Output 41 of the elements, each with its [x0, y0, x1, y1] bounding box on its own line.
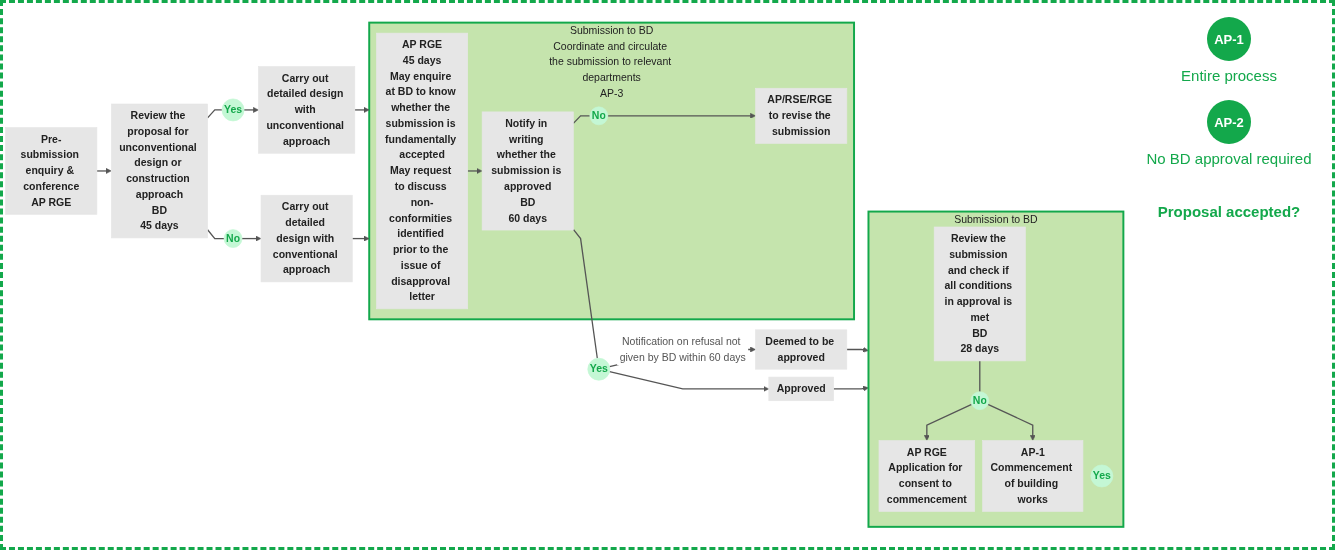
- node-circle: No: [589, 106, 609, 126]
- node-circle: Yes: [587, 358, 611, 381]
- arrow: [987, 404, 1036, 442]
- node-box: Review the proposal for unconventional design or construction approach BD 45 days: [111, 103, 208, 239]
- node-circle: Yes: [221, 98, 245, 122]
- node-box: Notify in writing whether the submission is approved BD 60 days: [481, 111, 574, 231]
- arrow: [923, 404, 973, 442]
- arrow: [467, 168, 483, 175]
- arrow: [846, 347, 869, 353]
- node-box: AP-1 Commencement of building works: [982, 440, 1084, 512]
- node-box: AP RGE Application for consent to commencement: [878, 440, 976, 512]
- arrow: [354, 107, 370, 114]
- legend-badge: AP-1: [1207, 17, 1251, 61]
- connector: [206, 109, 223, 119]
- connector: [206, 229, 225, 240]
- arrow: [241, 235, 262, 242]
- node-box: Review the submission and check if all conditions in approval is met BD 28 days: [933, 226, 1026, 362]
- edge-label: Notification on refusal not given by BD within 60 days: [619, 335, 746, 363]
- connector: [572, 228, 598, 360]
- node-circle: Yes: [1090, 464, 1114, 488]
- connector: [979, 360, 981, 393]
- node-box: Approved: [768, 377, 834, 402]
- arrow: [607, 113, 756, 119]
- node-box: Carry out detailed design with conventional approach: [260, 195, 353, 283]
- arrow: [351, 235, 370, 242]
- arrow: [243, 107, 259, 114]
- node-box: Pre-submission enquiry & conference AP RGE: [5, 127, 98, 215]
- node-box: Carry out detailed design with unconventional approach: [258, 66, 356, 154]
- legend-text: No BD approval required: [1146, 150, 1312, 167]
- node-box: AP RGE 45 days May enquire at BD to know whether the submission is fundamentally accepted May request to discuss non-conformities identified prior to the issue of disapproval letter: [376, 33, 468, 310]
- connector: [572, 115, 591, 125]
- legend-badge: AP-2: [1207, 100, 1251, 144]
- legend-text: Entire process: [1181, 67, 1277, 84]
- arrow: [96, 168, 112, 175]
- arrow: [832, 386, 869, 392]
- node-box: AP/RSE/RGE to revise the submission: [755, 88, 848, 144]
- node-box: Deemed to be approved: [755, 329, 848, 370]
- node-circle: No: [970, 391, 990, 411]
- node-circle: No: [223, 229, 243, 249]
- note-label: Proposal accepted?: [1157, 203, 1301, 220]
- arrow: [608, 371, 770, 393]
